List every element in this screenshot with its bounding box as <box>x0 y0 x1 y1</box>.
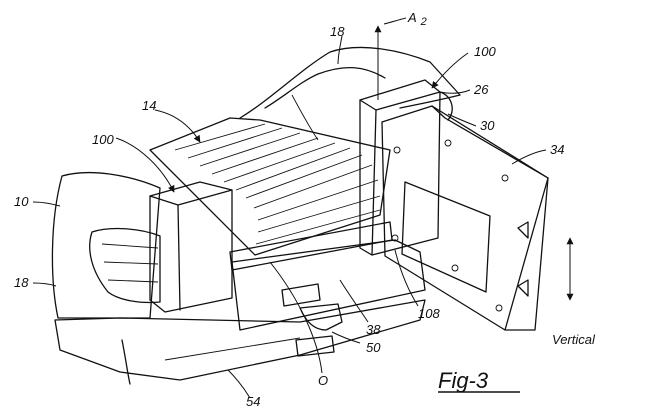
tailgate-region <box>231 239 426 357</box>
rear-body-left <box>51 171 161 319</box>
axis-letter: A <box>407 10 417 25</box>
leader-lines <box>32 35 547 399</box>
figure-title: Fig-3 <box>438 368 489 393</box>
axis-arrow <box>374 17 407 100</box>
label-floor-gap: 38 <box>366 322 381 337</box>
rear-bumper <box>54 299 426 385</box>
label-stop-left: 100 <box>92 132 114 147</box>
label-truck: 10 <box>14 194 29 209</box>
axis-subscript: 2 <box>420 16 427 28</box>
label-bed: 14 <box>142 98 156 113</box>
label-edge: 108 <box>418 306 440 321</box>
label-hinge: 30 <box>480 118 495 133</box>
label-hitch: 50 <box>366 340 381 355</box>
label-stop-right: 100 <box>474 44 496 59</box>
label-panel: 34 <box>550 142 564 157</box>
stop-block-left <box>149 181 233 313</box>
label-pivot: 26 <box>473 82 489 97</box>
bed-floor <box>149 117 393 271</box>
far-side-wall <box>239 46 461 141</box>
label-bumper: 54 <box>246 394 260 409</box>
tilted-panel <box>381 105 549 331</box>
label-wall-side: 18 <box>14 275 29 290</box>
label-origin: O <box>318 373 328 388</box>
label-wall-top: 18 <box>330 24 345 39</box>
label-vertical: Vertical <box>552 332 596 347</box>
upright-post <box>359 79 453 256</box>
